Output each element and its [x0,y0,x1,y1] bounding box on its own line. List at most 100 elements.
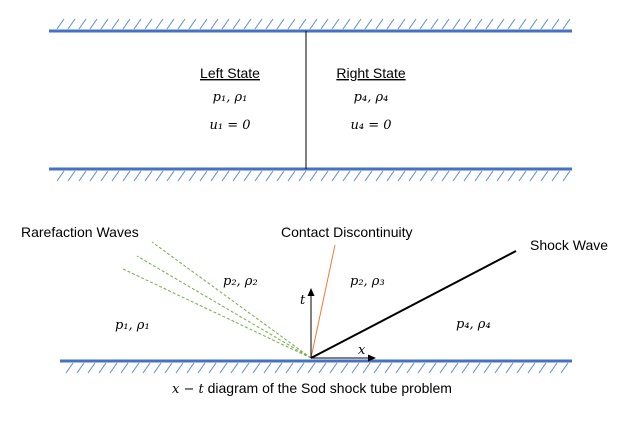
left-state-title: Left State [200,65,260,81]
left-state-velocity: u₁ = 0 [209,118,250,133]
hatch-mark [507,18,516,30]
contact-discontinuity-line [310,244,336,359]
hatch-mark [199,170,208,182]
hatch-mark [67,18,76,30]
hatch-mark [276,18,285,30]
hatch-mark [219,362,228,374]
hatch-mark [265,18,274,30]
hatch-mark [540,170,549,182]
hatch-mark [494,362,503,374]
figure-caption: x − t diagram of the Sod shock tube prob… [172,380,452,397]
hatch-mark [78,170,87,182]
hatch-mark [485,18,494,30]
hatch-mark [177,18,186,30]
hatch-mark [186,362,195,374]
region-4-label: p₄, ρ₄ [456,317,491,332]
hatch-mark [120,362,129,374]
hatch-mark [309,18,318,30]
hatch-mark [362,362,371,374]
hatch-mark [474,170,483,182]
hatch-mark [419,18,428,30]
t-axis-label: t [300,293,306,308]
hatch-mark [166,170,175,182]
hatch-mark [87,362,96,374]
hatch-mark [551,170,560,182]
hatch-mark [461,362,470,374]
hatch-mark [254,170,263,182]
region-1-label: p₁, ρ₁ [115,318,150,333]
hatch-mark [340,362,349,374]
hatch-mark [452,18,461,30]
hatch-mark [89,170,98,182]
hatch-mark [175,362,184,374]
caption-text: diagram of the Sod shock tube problem [204,380,452,396]
hatch-mark [109,362,118,374]
hatch-mark [430,18,439,30]
hatch-mark [562,170,571,182]
hatch-mark [232,170,241,182]
hatch-mark [210,18,219,30]
hatch-mark [518,170,527,182]
hatch-mark [450,362,459,374]
hatch-mark [320,18,329,30]
hatch-mark [155,18,164,30]
hatch-mark [507,170,516,182]
contact-discontinuity-label: Contact Discontinuity [281,224,413,240]
hatch-mark [452,170,461,182]
hatch-mark [111,170,120,182]
hatch-mark [384,362,393,374]
ground-hatching [65,362,569,374]
right-state-pressure-density: p₄, ρ₄ [354,90,389,105]
hatch-mark [298,170,307,182]
hatch-mark [397,18,406,30]
hatch-mark [56,18,65,30]
hatch-mark [243,170,252,182]
hatch-mark [232,18,241,30]
hatch-mark [243,18,252,30]
hatch-mark [197,362,206,374]
hatch-mark [133,18,142,30]
hatch-mark [274,362,283,374]
hatch-mark [430,170,439,182]
hatch-mark [56,170,65,182]
hatch-mark [144,18,153,30]
hatch-mark [199,18,208,30]
hatch-mark [342,170,351,182]
hatch-mark [265,170,274,182]
hatch-mark [406,362,415,374]
hatch-mark [529,18,538,30]
top-wall-hatching [56,18,571,30]
hatch-mark [230,362,239,374]
hatch-mark [320,170,329,182]
hatch-mark [474,18,483,30]
hatch-mark [254,18,263,30]
hatch-mark [441,18,450,30]
shock-wave-label: Shock Wave [530,237,608,253]
hatch-mark [485,170,494,182]
hatch-mark [483,362,492,374]
hatch-mark [241,362,250,374]
hatch-mark [441,170,450,182]
hatch-mark [496,170,505,182]
hatch-mark [428,362,437,374]
hatch-mark [131,362,140,374]
hatch-mark [516,362,525,374]
rarefaction-wave-2 [136,255,312,359]
hatch-mark [142,362,151,374]
rarefaction-waves-label: Rarefaction Waves [21,224,139,240]
hatch-mark [353,170,362,182]
hatch-mark [252,362,261,374]
hatch-mark [133,170,142,182]
x-axis-arrowhead [368,354,376,362]
hatch-mark [100,170,109,182]
hatch-mark [496,18,505,30]
hatch-mark [375,18,384,30]
region-2-label: p₂, ρ₂ [223,274,258,289]
hatch-mark [155,170,164,182]
hatch-mark [67,170,76,182]
hatch-mark [351,362,360,374]
hatch-mark [505,362,514,374]
hatch-mark [540,18,549,30]
